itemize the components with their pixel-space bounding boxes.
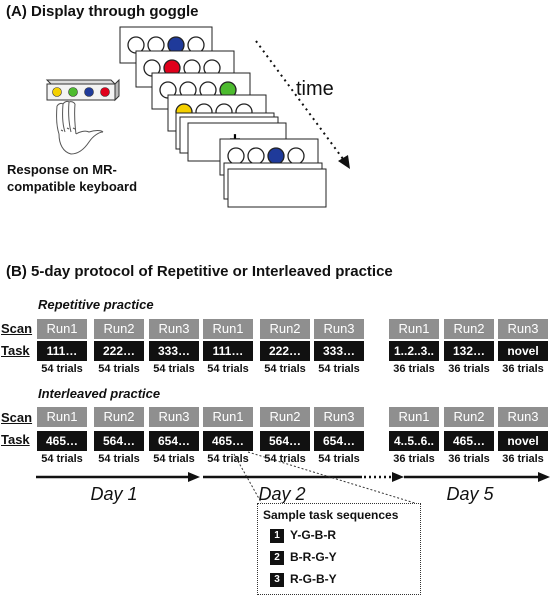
interleaved-task-seq-9: novel <box>498 431 548 451</box>
interleaved-trial-count-3: 54 trials <box>153 453 195 465</box>
interleaved-scan-run-8: Run2 <box>444 407 494 427</box>
keyboard-red-key <box>100 87 110 97</box>
interleaved-scan-run-7: Run1 <box>389 407 439 427</box>
response-caption-line2: compatible keyboard <box>7 179 138 194</box>
interleaved-trial-count-1: 54 trials <box>41 453 83 465</box>
keyboard-yellow-key <box>52 87 62 97</box>
day2-arrowhead <box>392 472 404 482</box>
time-label: time <box>296 78 334 100</box>
interleaved-task-seq-6: 654… <box>314 431 364 451</box>
response-caption-line1: Response on MR- <box>7 162 117 177</box>
interleaved-trial-count-9: 36 trials <box>502 453 544 465</box>
keyboard-green-key <box>68 87 78 97</box>
sequence-text: R-G-B-Y <box>290 572 337 586</box>
task-label-repetitive: Task <box>1 343 30 358</box>
repetitive-trial-count-7: 36 trials <box>393 363 435 375</box>
sequence-text: B-R-G-Y <box>290 550 337 564</box>
repetitive-scan-run-7: Run1 <box>389 319 439 339</box>
interleaved-scan-run-9: Run3 <box>498 407 548 427</box>
interleaved-task-seq-2: 564… <box>94 431 144 451</box>
repetitive-trial-count-4: 54 trials <box>207 363 249 375</box>
repetitive-trial-count-3: 54 trials <box>153 363 195 375</box>
repetitive-scan-run-1: Run1 <box>37 319 87 339</box>
repetitive-practice-label: Repetitive practice <box>38 297 154 312</box>
interleaved-task-seq-7: 4..5..6.. <box>389 431 439 451</box>
day-5-label: Day 5 <box>446 484 494 504</box>
repetitive-scan-run-6: Run3 <box>314 319 364 339</box>
repetitive-task-seq-5: 222… <box>260 341 310 361</box>
interleaved-task-seq-4: 465… <box>203 431 253 451</box>
repetitive-scan-run-5: Run2 <box>260 319 310 339</box>
repetitive-task-seq-7: 1..2..3.. <box>389 341 439 361</box>
repetitive-trial-count-1: 54 trials <box>41 363 83 375</box>
time-arrow <box>255 40 350 169</box>
sample-sequence-2: 2 B-R-G-Y <box>270 550 337 565</box>
repetitive-task-seq-6: 333… <box>314 341 364 361</box>
repetitive-task-seq-2: 222… <box>94 341 144 361</box>
repetitive-scan-run-9: Run3 <box>498 319 548 339</box>
day-2-label: Day 2 <box>258 484 306 504</box>
day-1-label: Day 1 <box>90 484 138 504</box>
interleaved-trial-count-6: 54 trials <box>318 453 360 465</box>
sequence-number-badge: 2 <box>270 550 284 565</box>
interleaved-scan-run-6: Run3 <box>314 407 364 427</box>
keyboard-icon <box>45 78 120 102</box>
interleaved-trial-count-5: 54 trials <box>264 453 306 465</box>
sequence-text: Y-G-B-R <box>290 528 336 542</box>
sample-sequences-title: Sample task sequences <box>263 508 399 522</box>
interleaved-trial-count-8: 36 trials <box>448 453 490 465</box>
interleaved-trial-count-7: 36 trials <box>393 453 435 465</box>
repetitive-trial-count-6: 54 trials <box>318 363 360 375</box>
sequence-number-badge: 3 <box>270 572 284 587</box>
interleaved-scan-run-2: Run2 <box>94 407 144 427</box>
sample-sequence-1: 1 Y-G-B-R <box>270 528 336 543</box>
interleaved-task-seq-8: 465… <box>444 431 494 451</box>
repetitive-task-seq-3: 333… <box>149 341 199 361</box>
day-timeline <box>36 472 550 482</box>
day1-arrowhead <box>188 472 200 482</box>
panel-a-title: (A) Display through goggle <box>6 3 199 20</box>
task-label-interleaved: Task <box>1 432 30 447</box>
scan-label-repetitive: Scan <box>1 321 33 336</box>
sequence-number-badge: 1 <box>270 528 284 543</box>
interleaved-task-seq-1: 465… <box>37 431 87 451</box>
repetitive-task-seq-4: 111… <box>203 341 253 361</box>
repetitive-trial-count-2: 54 trials <box>98 363 140 375</box>
interleaved-scan-run-1: Run1 <box>37 407 87 427</box>
scan-label-interleaved: Scan <box>1 410 33 425</box>
repetitive-task-seq-1: 111… <box>37 341 87 361</box>
keyboard-blue-key <box>84 87 94 97</box>
panel-b-title: (B) 5-day protocol of Repetitive or Inte… <box>6 263 393 280</box>
interleaved-trial-count-2: 54 trials <box>98 453 140 465</box>
repetitive-trial-count-5: 54 trials <box>264 363 306 375</box>
repetitive-trial-count-8: 36 trials <box>448 363 490 375</box>
sample-sequence-3: 3 R-G-B-Y <box>270 572 337 587</box>
day5-arrowhead <box>538 472 550 482</box>
interleaved-scan-run-3: Run3 <box>149 407 199 427</box>
repetitive-scan-run-2: Run2 <box>94 319 144 339</box>
response-caption: Response on MR- compatible keyboard <box>7 161 137 195</box>
interleaved-task-seq-3: 654… <box>149 431 199 451</box>
interleaved-practice-label: Interleaved practice <box>38 386 161 401</box>
callout-lines <box>233 451 419 505</box>
repetitive-scan-run-8: Run2 <box>444 319 494 339</box>
hand-icon <box>56 100 104 155</box>
repetitive-task-seq-8: 132… <box>444 341 494 361</box>
interleaved-scan-run-4: Run1 <box>203 407 253 427</box>
repetitive-scan-run-3: Run3 <box>149 319 199 339</box>
repetitive-scan-run-4: Run1 <box>203 319 253 339</box>
interleaved-task-seq-5: 564… <box>260 431 310 451</box>
repetitive-trial-count-9: 36 trials <box>502 363 544 375</box>
goggle-screen-stack: + <box>119 26 327 208</box>
repetitive-task-seq-9: novel <box>498 341 548 361</box>
interleaved-scan-run-5: Run2 <box>260 407 310 427</box>
keyboard-hand-illustration <box>45 78 120 155</box>
